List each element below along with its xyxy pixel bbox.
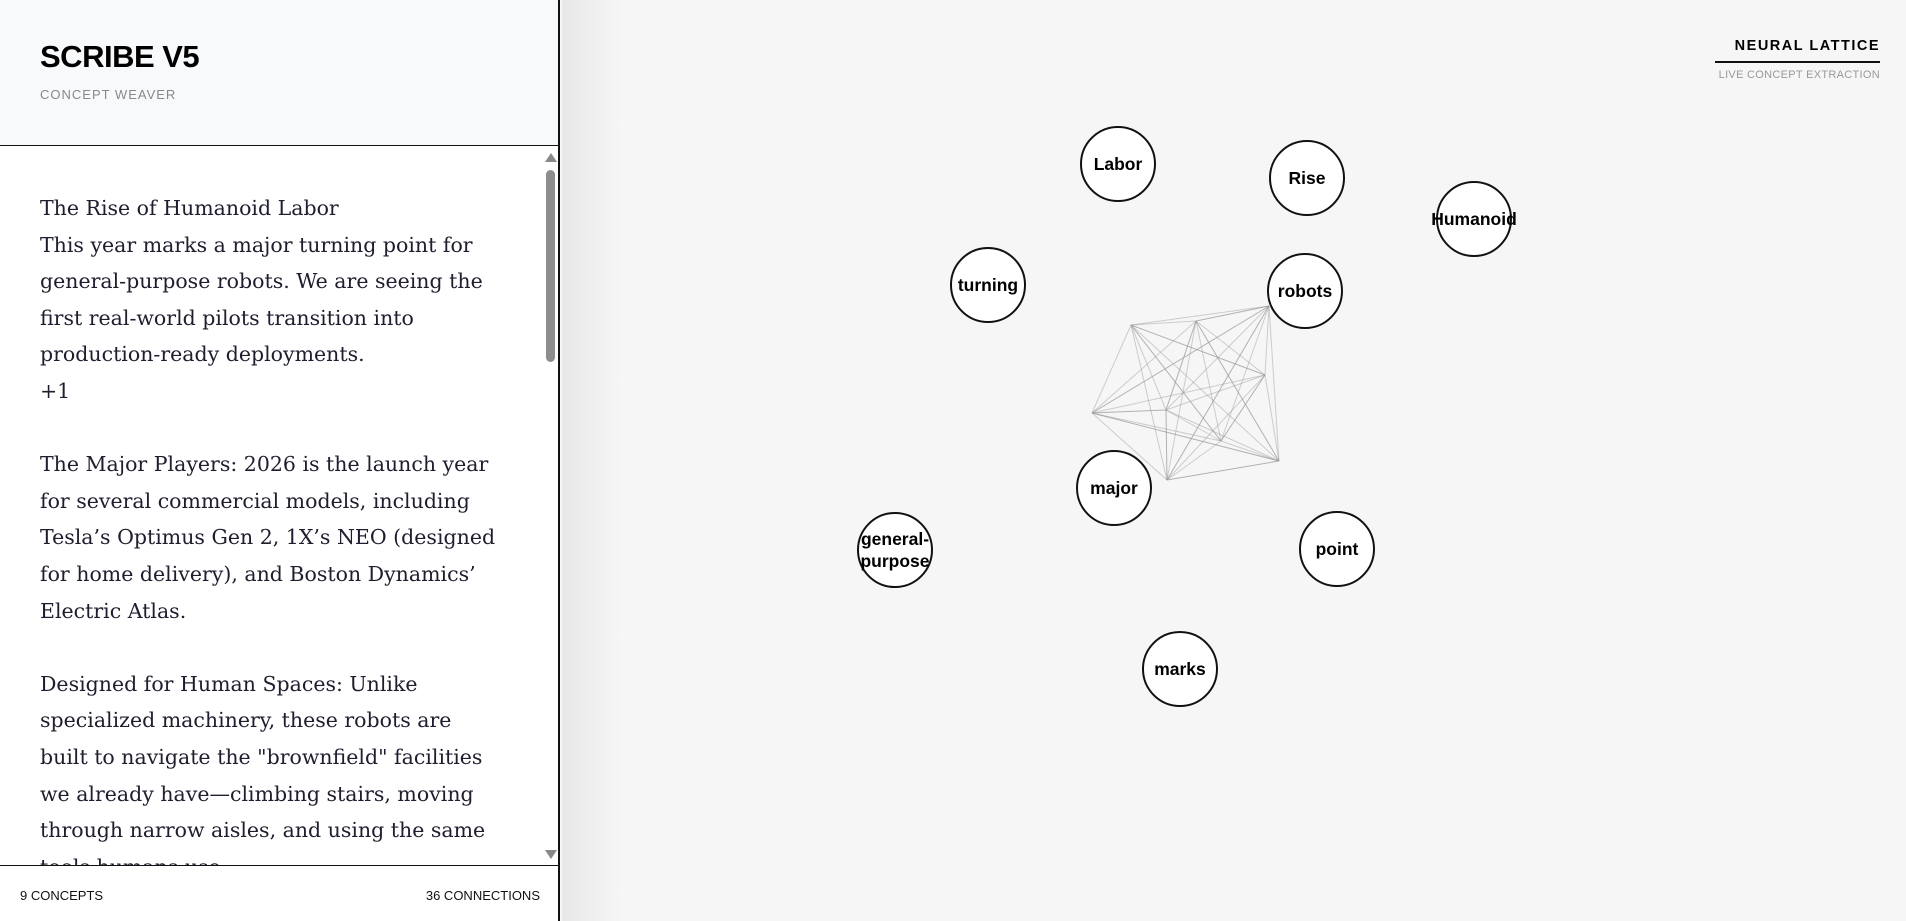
- connection-line: [1165, 320, 1197, 411]
- connection-line: [1264, 305, 1270, 376]
- concept-node-marks[interactable]: marks: [1142, 631, 1218, 707]
- concept-node-rise[interactable]: Rise: [1269, 140, 1345, 216]
- concept-node-robots[interactable]: robots: [1267, 253, 1343, 329]
- editor-paragraph: This year marks a major turning point fo…: [40, 232, 483, 367]
- connection-count: 36 CONNECTIONS: [425, 888, 540, 903]
- editor-paragraph: +1: [40, 378, 71, 403]
- concept-node-turning[interactable]: turning: [950, 247, 1026, 323]
- concept-node-point[interactable]: point: [1299, 511, 1375, 587]
- connection-line: [1220, 374, 1266, 442]
- connection-line: [1166, 374, 1266, 481]
- connection-line: [1130, 324, 1266, 376]
- connection-line: [1130, 305, 1270, 326]
- connection-line: [1165, 409, 1222, 442]
- connection-line: [1165, 374, 1266, 411]
- scroll-up-arrow-icon[interactable]: [545, 153, 557, 162]
- connection-line: [1195, 320, 1222, 442]
- connection-line: [1091, 412, 1280, 462]
- concept-node-general-purpose[interactable]: general- purpose: [857, 512, 933, 588]
- editor-scrollbar[interactable]: [543, 147, 557, 865]
- connection-line: [1195, 320, 1280, 462]
- concept-label: Humanoid: [1431, 209, 1517, 229]
- editor-blank-line: [40, 410, 500, 447]
- connection-line: [1091, 412, 1168, 481]
- scrollbar-thumb[interactable]: [546, 170, 555, 362]
- connection-line: [1166, 460, 1280, 481]
- connection-line: [1268, 305, 1280, 462]
- concept-label: major: [1090, 478, 1138, 498]
- connection-line: [1130, 320, 1197, 326]
- concept-node-labor[interactable]: Labor: [1080, 126, 1156, 202]
- concept-label: turning: [957, 275, 1019, 295]
- connection-line: [1166, 440, 1222, 481]
- connection-line: [1166, 320, 1197, 481]
- editor-paragraph: The Major Players: 2026 is the launch ye…: [40, 452, 496, 623]
- connection-line: [1165, 409, 1280, 462]
- connection-line: [1195, 320, 1266, 376]
- text-editor[interactable]: The Rise of Humanoid Labor This year mar…: [0, 147, 540, 865]
- editor-blank-line: [40, 629, 500, 666]
- connection-line: [1264, 374, 1280, 462]
- concept-label: marks: [1154, 659, 1206, 679]
- lattice-canvas[interactable]: Labor Rise Humanoid turning robots major…: [562, 0, 1906, 921]
- connection-line: [1165, 305, 1270, 411]
- connection-line: [1091, 320, 1197, 414]
- app-title: SCRIBE V5: [40, 39, 200, 74]
- concept-count: 9 CONCEPTS: [20, 888, 104, 903]
- app-subtitle: CONCEPT WEAVER: [40, 87, 177, 102]
- canvas-edge-shadow: [562, 0, 622, 921]
- connection-line: [1130, 324, 1222, 442]
- scroll-down-arrow-icon[interactable]: [545, 850, 557, 859]
- connection-line: [1130, 324, 1167, 411]
- connection-line: [1091, 412, 1222, 442]
- brand-subtitle: LIVE CONCEPT EXTRACTION: [1718, 69, 1880, 81]
- connection-line: [1091, 409, 1167, 414]
- concept-label: robots: [1277, 281, 1333, 301]
- brand: NEURAL LATTICE LIVE CONCEPT EXTRACTION: [1714, 37, 1880, 81]
- connection-line: [1130, 324, 1280, 462]
- brand-title: NEURAL LATTICE: [1714, 38, 1880, 63]
- sidebar-header: SCRIBE V5 CONCEPT WEAVER: [0, 0, 558, 146]
- connection-line: [1220, 440, 1280, 462]
- concept-label: point: [1315, 539, 1359, 559]
- concept-label: Labor: [1093, 154, 1143, 174]
- connection-line: [1091, 305, 1270, 414]
- sidebar: SCRIBE V5 CONCEPT WEAVER The Rise of Hum…: [0, 0, 560, 921]
- connection-line: [1166, 305, 1270, 481]
- connection-lines: [1091, 305, 1280, 481]
- editor-paragraph: Designed for Human Spaces: Unlike specia…: [40, 671, 486, 865]
- connection-line: [1130, 324, 1168, 481]
- connection-line: [1165, 409, 1168, 481]
- concept-node-humanoid[interactable]: Humanoid: [1431, 181, 1517, 257]
- connection-line: [1091, 374, 1266, 414]
- connection-line: [1091, 324, 1132, 414]
- connection-line: [1220, 305, 1270, 442]
- concept-node-major[interactable]: major: [1076, 450, 1152, 526]
- concept-label: general- purpose: [860, 529, 930, 571]
- concept-label: Rise: [1288, 168, 1326, 188]
- editor-paragraph: The Rise of Humanoid Labor: [40, 196, 339, 220]
- sidebar-footer: 9 CONCEPTS 36 CONNECTIONS: [0, 865, 558, 921]
- connection-line: [1195, 305, 1270, 322]
